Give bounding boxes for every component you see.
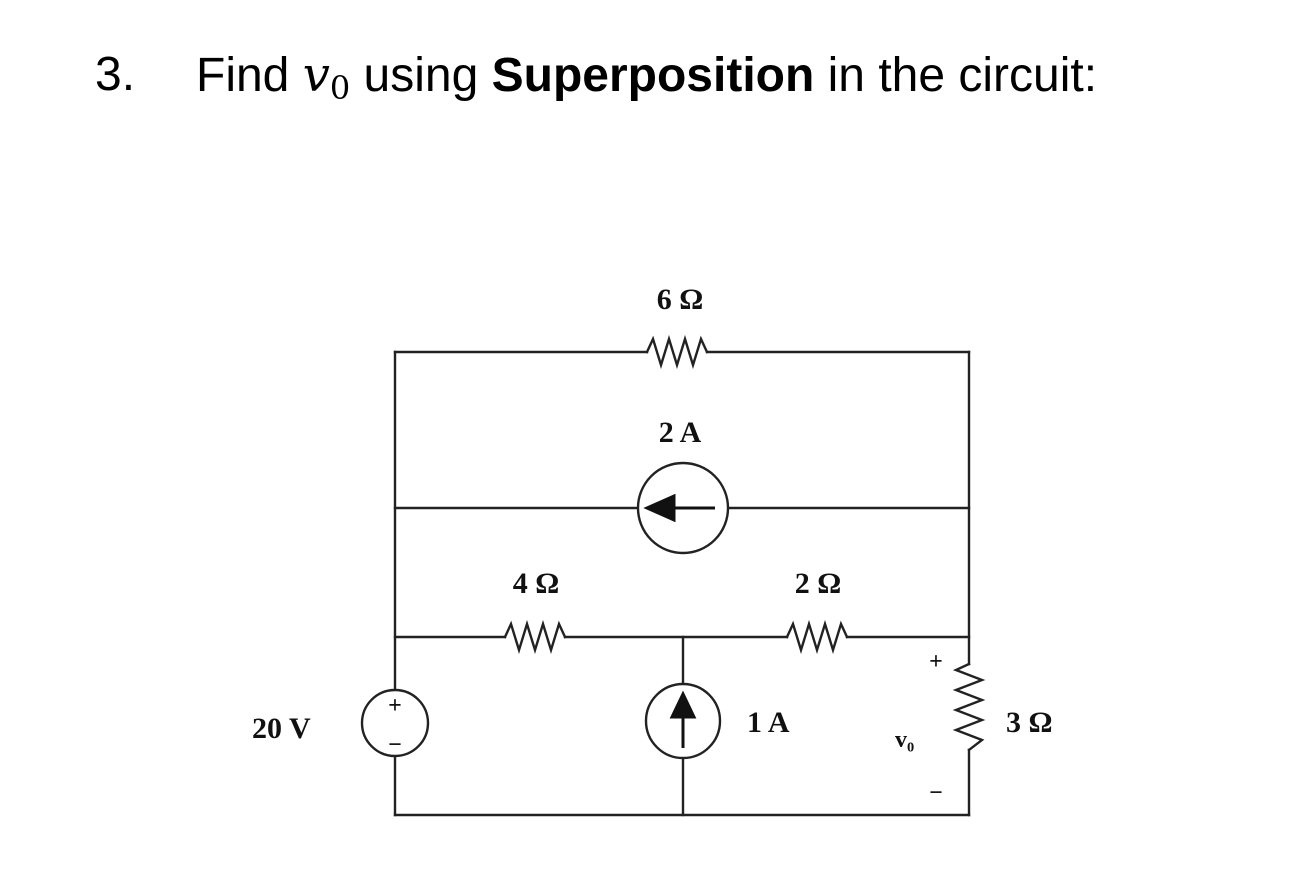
label-output-voltage: v₀ bbox=[895, 727, 914, 753]
voltage-source-plus-sign: + bbox=[388, 693, 402, 719]
label-2-a: 2 A bbox=[659, 416, 702, 449]
question-number: 3. bbox=[95, 48, 136, 101]
output-plus-sign: + bbox=[929, 649, 943, 675]
output-minus-sign: − bbox=[929, 780, 943, 806]
output-variable: v0 bbox=[302, 47, 350, 104]
current-arrow-left-head bbox=[643, 493, 676, 523]
resistor-2-ohm bbox=[785, 619, 849, 655]
question-text-after: in the circuit: bbox=[814, 49, 1098, 102]
label-4-ohm: 4 Ω bbox=[513, 567, 560, 600]
voltage-source-20v bbox=[360, 688, 430, 758]
label-2-ohm: 2 Ω bbox=[795, 567, 842, 600]
question-body: Find v0 using Superposition in the circu… bbox=[196, 36, 1176, 115]
label-6-ohm: 6 Ω bbox=[657, 283, 704, 316]
voltage-source-minus-sign: − bbox=[388, 732, 402, 758]
question-text-middle: using bbox=[350, 49, 492, 102]
variable-symbol: v bbox=[302, 47, 330, 103]
label-20-v: 20 V bbox=[252, 712, 311, 745]
current-arrow-up-head bbox=[669, 690, 697, 719]
label-1-a: 1 A bbox=[747, 706, 790, 739]
question-text-before: Find bbox=[196, 49, 303, 102]
variable-subscript: 0 bbox=[329, 69, 351, 107]
resistor-3-ohm bbox=[952, 662, 986, 752]
resistor-6-ohm bbox=[645, 334, 709, 370]
label-3-ohm: 3 Ω bbox=[1006, 706, 1053, 739]
resistor-4-ohm bbox=[503, 619, 567, 655]
method-name: Superposition bbox=[491, 49, 815, 102]
